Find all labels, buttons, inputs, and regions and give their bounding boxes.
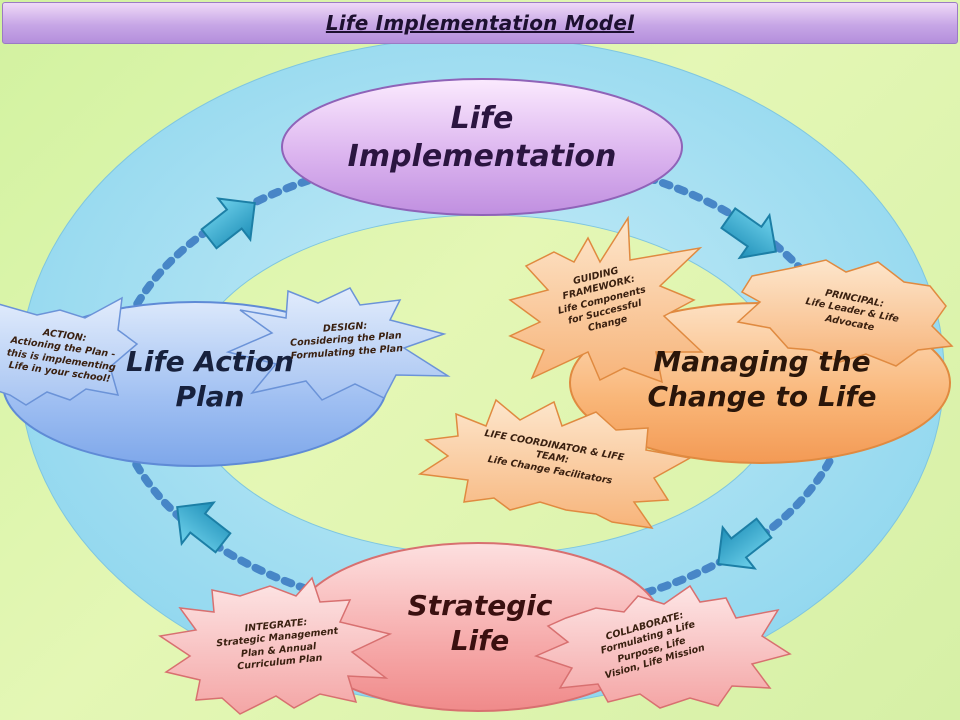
arrow-to-implementation xyxy=(200,197,256,250)
burst-action xyxy=(0,296,139,406)
arrow-to-managing-change xyxy=(720,207,778,260)
title-bar: Life Implementation Model xyxy=(2,2,958,44)
page-title: Life Implementation Model xyxy=(325,11,635,35)
burst-collaborate xyxy=(533,584,792,709)
label-life-action-plan: Life Action Plan xyxy=(126,345,294,413)
arrow-to-action-plan xyxy=(176,501,232,554)
label-strategic-life: Strategic Life xyxy=(407,589,553,657)
burst-coordinator xyxy=(417,398,693,529)
arrow-to-strategic xyxy=(717,517,773,570)
burst-design xyxy=(225,287,451,401)
node-life-implementation xyxy=(281,78,683,216)
burst-integrate xyxy=(158,576,393,715)
label-managing-change: Managing the Change to Life xyxy=(647,345,877,413)
burst-principal xyxy=(736,259,954,367)
burst-guiding xyxy=(508,215,704,384)
label-life-implementation: Life Implementation xyxy=(347,101,617,174)
